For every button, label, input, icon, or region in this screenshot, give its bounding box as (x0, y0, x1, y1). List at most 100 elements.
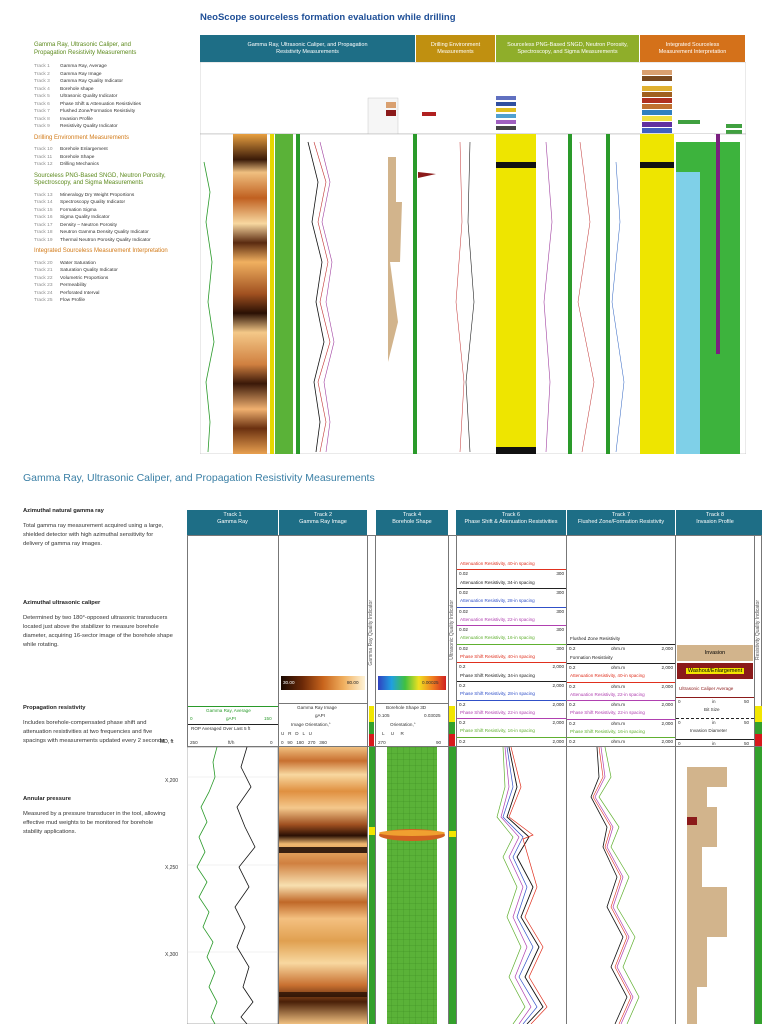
legend-item-label: Saturation Quality Indicator (60, 268, 118, 273)
legend-group-title: Integrated Sourceless Measurement Interp… (34, 248, 168, 254)
curve-label: Formation Resistivity (570, 654, 613, 660)
washout-fill-legend: Washout/Enlargement (677, 663, 753, 679)
curve-label-row: Phase Shift Resistivity, 28-in spacing (457, 690, 566, 699)
curve-max: 2,000 (661, 664, 674, 670)
track-header-1: Track 1 Gamma Ray (187, 510, 278, 535)
curve-label: Attenuation Resistivity, 16-in spacing (460, 635, 535, 641)
track-divider (375, 535, 376, 1024)
legend-item-label: Phase Shift & Attenuation Resistivities (60, 101, 142, 107)
curve-unit: ohm.m (611, 646, 626, 652)
depth-label: X,300 (165, 952, 179, 958)
legend-item-label: Formation Sigma (60, 207, 97, 213)
curve-min: 0.2 (459, 682, 466, 688)
invasion-diameter-range: 0 in 50 (676, 739, 754, 748)
curve-min: 0.2 (569, 683, 576, 689)
curve-max: 300 (556, 627, 564, 633)
curve-label-row: Attenuation Resistivity, 28-in spacing (457, 597, 566, 606)
legend-item-label: Perforated Interval (60, 290, 100, 296)
us-quality-colour-key (449, 734, 455, 746)
depth-label: X,200 (165, 778, 179, 784)
curve-max: 300 (556, 571, 564, 577)
legend-item-number: Track 19 (34, 237, 53, 243)
borehole-colorbar-max: 0.00025 (378, 679, 446, 688)
curve-max: 2,000 (661, 646, 674, 652)
overview-tracks (200, 133, 746, 454)
legend-item-number: Track 25 (34, 298, 53, 303)
gr-unit: gAPI (226, 716, 236, 721)
borehole-orientation-max: 90 (436, 740, 442, 745)
track1-gr-range: 0 gAPI 150 (188, 715, 278, 724)
legend-item-label: Gamma Ray Image (60, 71, 102, 77)
track9-resistivity-quality (755, 747, 762, 1024)
curve-label-row: Attenuation Resistivity, 34-in spacing (457, 579, 566, 588)
us-quality-colour-key (449, 706, 455, 722)
curve-label: Attenuation Resistivity, 28-in spacing (460, 598, 535, 604)
curve-min: 0.02 (459, 645, 468, 651)
track-header-4: Track 4 Borehole Shape (376, 510, 448, 535)
sidebar-text: Total gamma ray measurement acquired usi… (23, 523, 164, 547)
header-band-gr-resistivity: Gamma Ray, Ultrasonic Caliper, and Propa… (200, 35, 415, 62)
curve-label: Phase Shift Resistivity, 16-in spacing (570, 729, 645, 734)
track-header-7: Track 7 Flushed Zone/Formation Resistivi… (567, 510, 675, 535)
curve-max: 300 (556, 589, 564, 595)
legend-item-label: Water Saturation (60, 260, 96, 266)
gr-quality-colour-key (369, 706, 374, 722)
legend-item-number: Track 5 (34, 94, 50, 99)
bit-size-label: Bit Size (704, 707, 720, 712)
invasion-diameter-scale: Invasion Diameter (676, 727, 754, 736)
gr-quality-label: Gamma Ray Quality Indicator (368, 600, 374, 666)
bit-size-range: 0 in 50 (676, 718, 754, 727)
curve-max: 2,000 (661, 739, 674, 745)
page-title: NeoScope sourceless formation evaluation… (200, 12, 456, 23)
track-divider (566, 535, 567, 1024)
track-divider (456, 535, 457, 1024)
curve-label-row: Attenuation Resistivity, 22-in spacing (457, 616, 566, 625)
track-header-label: Track 4 Borehole Shape (392, 512, 432, 525)
curve-unit: ohm.m (611, 720, 626, 726)
curve-label: Phase Shift Resistivity, 40-in spacing (460, 654, 535, 659)
legend-item-label: Spectroscopy Quality Indicator (60, 200, 126, 205)
caliper-range: 0 in 50 (676, 697, 754, 706)
track4-borehole-shape (376, 747, 448, 1024)
curve-min: 0.02 (459, 627, 468, 633)
curve-min: 0.02 (459, 608, 468, 614)
header-band-label: Drilling Environment Measurements (430, 42, 481, 55)
curve-label-row: Phase Shift Resistivity, 22-in spacing (567, 709, 675, 718)
legend-item-label: Neutron Gamma Density Quality Indicator (60, 230, 149, 235)
scale-header-frame (187, 535, 762, 747)
track2-ticks: 0 90 180 270 360 (279, 739, 367, 748)
curve-label: Attenuation Resistivity, 22-in spacing (460, 616, 535, 622)
curve-min: 0.2 (569, 646, 576, 652)
legend-item-label: Borehole Enlargement (60, 147, 108, 152)
track1-rop-scale: ROP Averaged Over Last 5 ft (188, 724, 278, 733)
curve-label: Attenuation Resistivity, 40-in spacing (460, 561, 535, 566)
orientation-ticks: 0 90 180 270 360 (281, 740, 327, 745)
legend-item-label: Borehole shape (60, 86, 94, 92)
ultrasonic-quality-label: Ultrasonic Quality Indicator (449, 600, 455, 660)
track-header-8: Track 8 Invasion Profile (676, 510, 754, 535)
borehole-shape-max: 0.03025 (424, 713, 441, 718)
curve-unit: ohm.m (611, 702, 626, 708)
track4-orientation: Orientation,° (376, 721, 448, 730)
curve-max: 2,000 (552, 701, 565, 707)
track-divider (448, 535, 449, 1024)
borehole-orientation-letters: L U R (382, 731, 404, 736)
gr-max: 150 (264, 716, 272, 721)
res-quality-colour-key (755, 706, 762, 722)
track6-resistivity-curves (457, 747, 566, 1024)
colorbar-min: 30.00 (283, 680, 295, 685)
